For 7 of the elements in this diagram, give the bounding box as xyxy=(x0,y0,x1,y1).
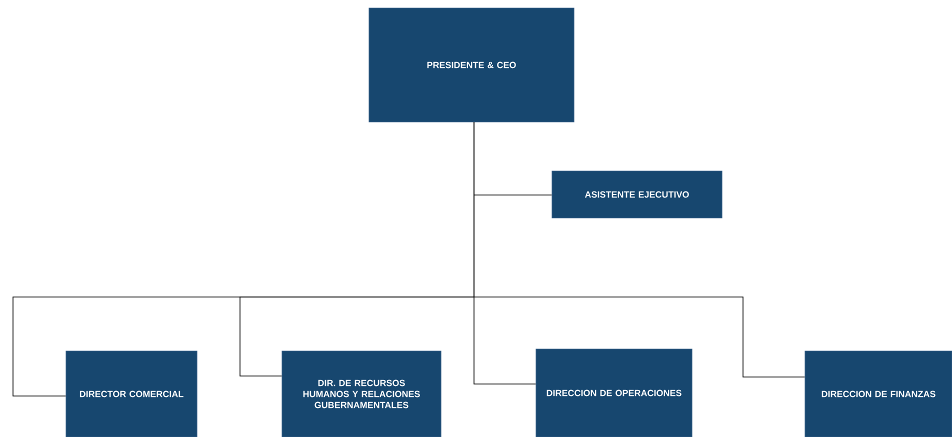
org-box: DIRECTOR COMERCIAL xyxy=(66,350,198,437)
org-box: ASISTENTE EJECUTIVO xyxy=(552,170,722,218)
org-box: DIR. DE RECURSOS HUMANOS Y RELACIONES GUBERNAMENTALES xyxy=(282,350,442,437)
org-box: PRESIDENTE & CEO xyxy=(368,8,574,122)
connector-line xyxy=(474,122,806,378)
org-box: DIRECCION DE FINANZAS xyxy=(804,350,952,437)
org-box: DIRECCION DE OPERACIONES xyxy=(536,348,692,437)
